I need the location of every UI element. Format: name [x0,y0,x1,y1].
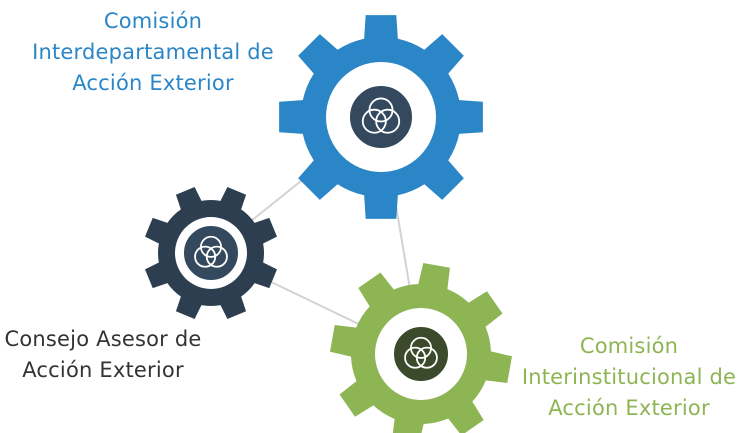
interlocking-rings-icon [182,224,240,282]
label-consejo-asesor: Consejo Asesor de Acción Exterior [0,324,206,386]
label-line: Comisión [579,334,679,358]
icon-ring [404,346,427,369]
icon-badge [182,224,240,282]
label-line: Acción Exterior [22,358,184,382]
icon-ring [361,108,387,134]
icon-ring [205,245,228,268]
interlocking-rings-icon [392,325,450,383]
label-comision-interdepartamental: Comisión Interdepartamental de Acción Ex… [32,6,274,99]
icon-badge [392,325,450,383]
label-line: Interinstitucional de [521,365,737,389]
label-line: Interdepartamental de [32,40,274,64]
label-line: Acción Exterior [548,396,710,420]
icon-badge [348,84,414,150]
gear-caae [145,187,277,319]
gear-cie [279,15,483,219]
label-comision-interinstitucional: Comisión Interinstitucional de Acción Ex… [521,331,737,424]
label-line: Acción Exterior [72,71,234,95]
interlocking-rings-icon [348,84,414,150]
gears [145,15,512,433]
icon-ring [415,346,438,369]
icon-ring [375,108,401,134]
label-line: Consejo Asesor de [4,327,202,351]
gear-ciae [330,263,512,433]
label-line: Comisión [103,9,203,33]
icon-ring [194,245,217,268]
